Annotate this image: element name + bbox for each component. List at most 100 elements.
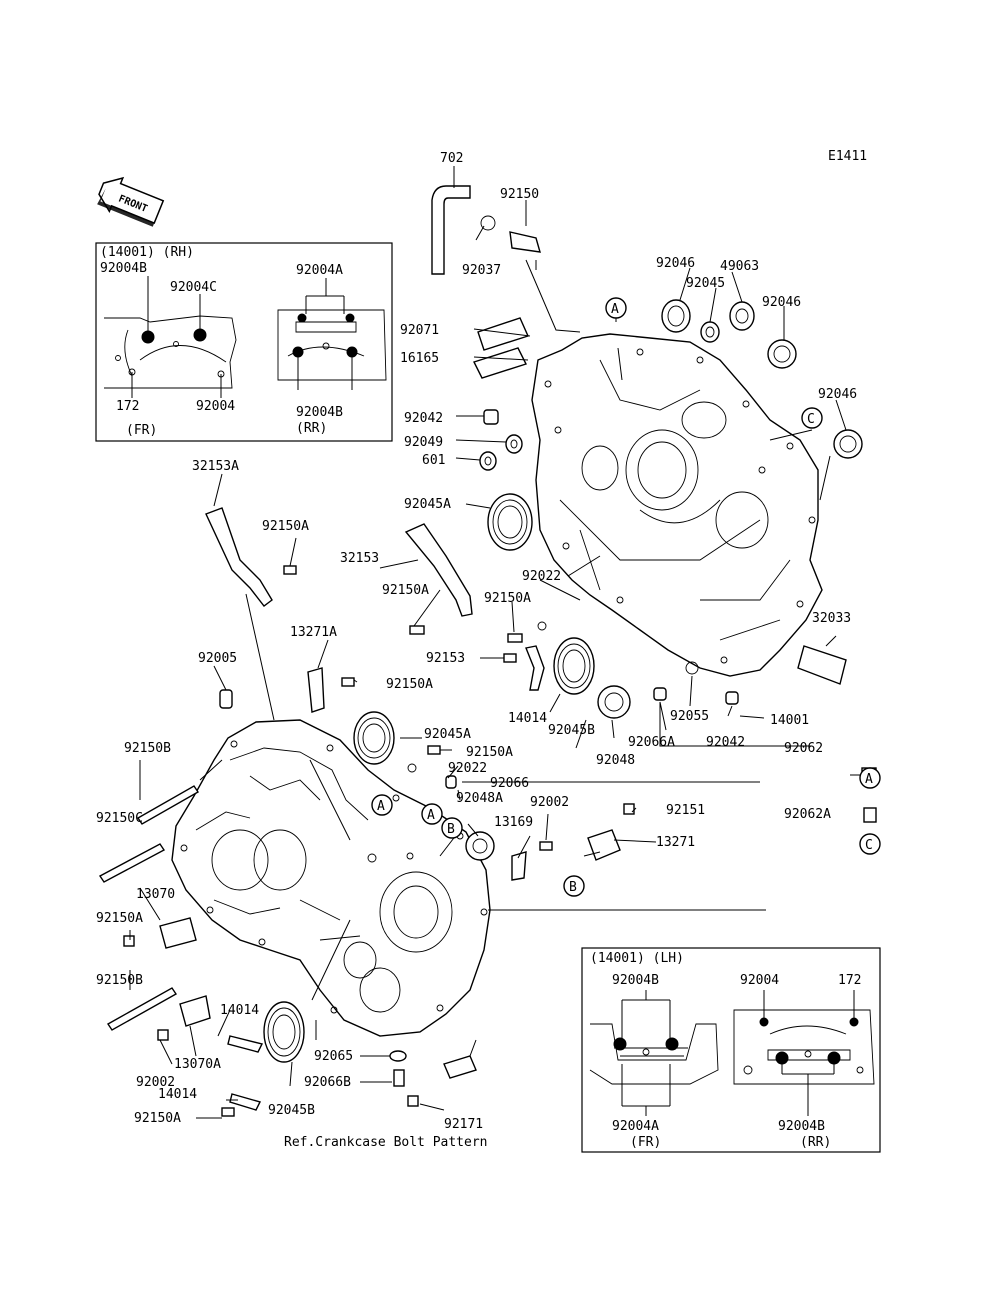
bracket [179,995,211,1027]
part-label: 14014 [220,1003,259,1018]
svg-text:A: A [377,799,385,814]
part-label: 92046 [762,295,801,310]
bolt-icon [503,653,517,663]
bolt-icon [427,745,441,755]
inset-lh-label: (RR) [800,1135,831,1150]
washer-icon [389,1050,407,1062]
part-label: 92048 [596,753,635,768]
washer-icon [537,621,547,631]
bearing-icon [729,301,755,331]
svg-text:A: A [427,808,435,823]
part-label: 92045A [424,727,471,742]
inset-rh-label: (RR) [296,421,327,436]
part-labels: 702 92150 92037 92046 49063 92045 92046 … [96,151,857,1132]
long-bolt [137,785,199,825]
part-label: 92066A [628,735,675,750]
callout-marker-a: A [371,794,393,816]
part-label: 92150 [500,187,539,202]
dowel-pin [653,687,667,701]
part-label: 14014 [158,1087,197,1102]
part-label: 92150B [96,973,143,988]
part-label: 92022 [522,569,561,584]
part-label: 92150C [96,811,143,826]
bolt-icon [409,625,425,635]
part-label: 92042 [404,411,443,426]
bracket [159,917,197,949]
oil-pipe [205,507,273,607]
part-label: 13070 [136,887,175,902]
front-arrow-icon: FRONT [97,176,165,227]
inset-lh-title: (14001) (LH) [590,951,684,966]
part-label: 92066B [304,1075,351,1090]
part-label: 92150B [124,741,171,756]
bolt-icon [507,633,523,643]
ball-bearing-icon [553,637,595,695]
strap [525,645,545,691]
sleeve [797,645,847,685]
part-label: 92150A [382,583,429,598]
svg-text:C: C [807,412,815,427]
inset-lh-label: (FR) [630,1135,661,1150]
gasket [473,347,527,379]
part-label: 92150A [134,1111,181,1126]
part-label: 13271 [656,835,695,850]
part-label: 92045B [548,723,595,738]
part-label: 601 [422,453,445,468]
part-label: 92150A [96,911,143,926]
part-label: 13169 [494,815,533,830]
inset-lh-label: 172 [838,973,861,988]
inset-lh-label: 92004B [612,973,659,988]
leader-lines [129,166,862,1119]
part-label: 13271A [290,625,337,640]
part-label: 92153 [426,651,465,666]
clamp-icon [480,215,496,231]
callout-marker-b: B [563,875,585,897]
part-label: 92045B [268,1103,315,1118]
part-label: 92150A [386,677,433,692]
part-label: 92046 [818,387,857,402]
callout-marker-a: A [859,767,881,789]
bolt-pattern-caption: Ref.Crankcase Bolt Pattern [284,1135,488,1150]
callout-marker-a: A [605,297,627,319]
part-label: 92071 [400,323,439,338]
bolt-icon [407,1095,419,1107]
breather-hose [431,185,471,275]
bolt-icon [157,1029,169,1041]
callout-marker-c: C [801,407,823,429]
inset-rh-label: 92004B [100,261,147,276]
o-ring-icon [685,661,699,675]
callout-marker-c: C [859,833,881,855]
part-label: 92062A [784,807,831,822]
dowel-pin [219,689,233,709]
bushing-icon [465,831,495,861]
crankcase-right-half [531,333,823,677]
plug-icon [863,807,877,823]
bearing-icon [700,321,720,343]
strap [229,1093,262,1111]
svg-text:A: A [611,302,619,317]
bearing-icon [833,429,863,459]
strap [227,1035,264,1053]
part-label: 92046 [656,256,695,271]
bolt-icon [283,565,297,575]
part-label: 92065 [314,1049,353,1064]
part-label: 32153A [192,459,239,474]
bushing-icon [597,685,631,719]
inset-rh: (14001) (RH) 92004B 92004C 92004A 172 92… [95,242,393,442]
oil-pipe [404,523,473,617]
part-label: 702 [440,151,463,166]
inset-lh-label: 92004B [778,1119,825,1134]
part-label: 32153 [340,551,379,566]
part-label: 92002 [136,1075,175,1090]
diagram-code: E1411 [828,149,867,164]
part-label: 92150A [262,519,309,534]
svg-text:C: C [865,838,873,853]
part-label: 92042 [706,735,745,750]
part-label: 49063 [720,259,759,274]
bearing-icon [661,299,691,333]
part-label: 92062 [784,741,823,756]
plate-bracket [307,667,325,713]
part-label: 92045A [404,497,451,512]
seal-icon [505,434,523,454]
